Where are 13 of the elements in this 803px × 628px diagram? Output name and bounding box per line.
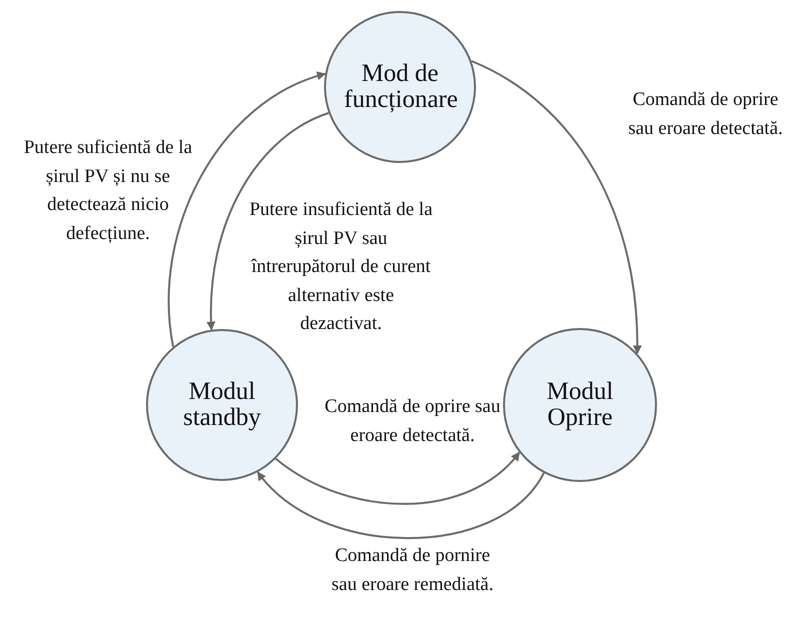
state-label: Modul standby xyxy=(182,378,262,432)
edge-label: Comandă de oprire sau eroare detectată. xyxy=(324,395,502,448)
state-label: Mod de funcționare xyxy=(343,60,459,114)
arrow xyxy=(256,471,545,540)
arrow xyxy=(168,72,326,347)
edge-label: Comandă de oprire sau eroare detectată. xyxy=(627,88,784,140)
arrow xyxy=(275,452,520,505)
edge-label: Putere insuficientă de la șirul PV sau întrerupătorul de curent alternativ este dezactivat. xyxy=(248,198,434,336)
edge-label: Comandă de pornire sau eroare remediată. xyxy=(330,544,494,596)
arrow xyxy=(470,60,642,354)
arrow xyxy=(206,112,329,331)
state-label: Modul Oprire xyxy=(546,378,614,432)
edge-label: Putere suficientă de la șirul PV și nu se detectează nicio defecțiune. xyxy=(22,136,194,246)
